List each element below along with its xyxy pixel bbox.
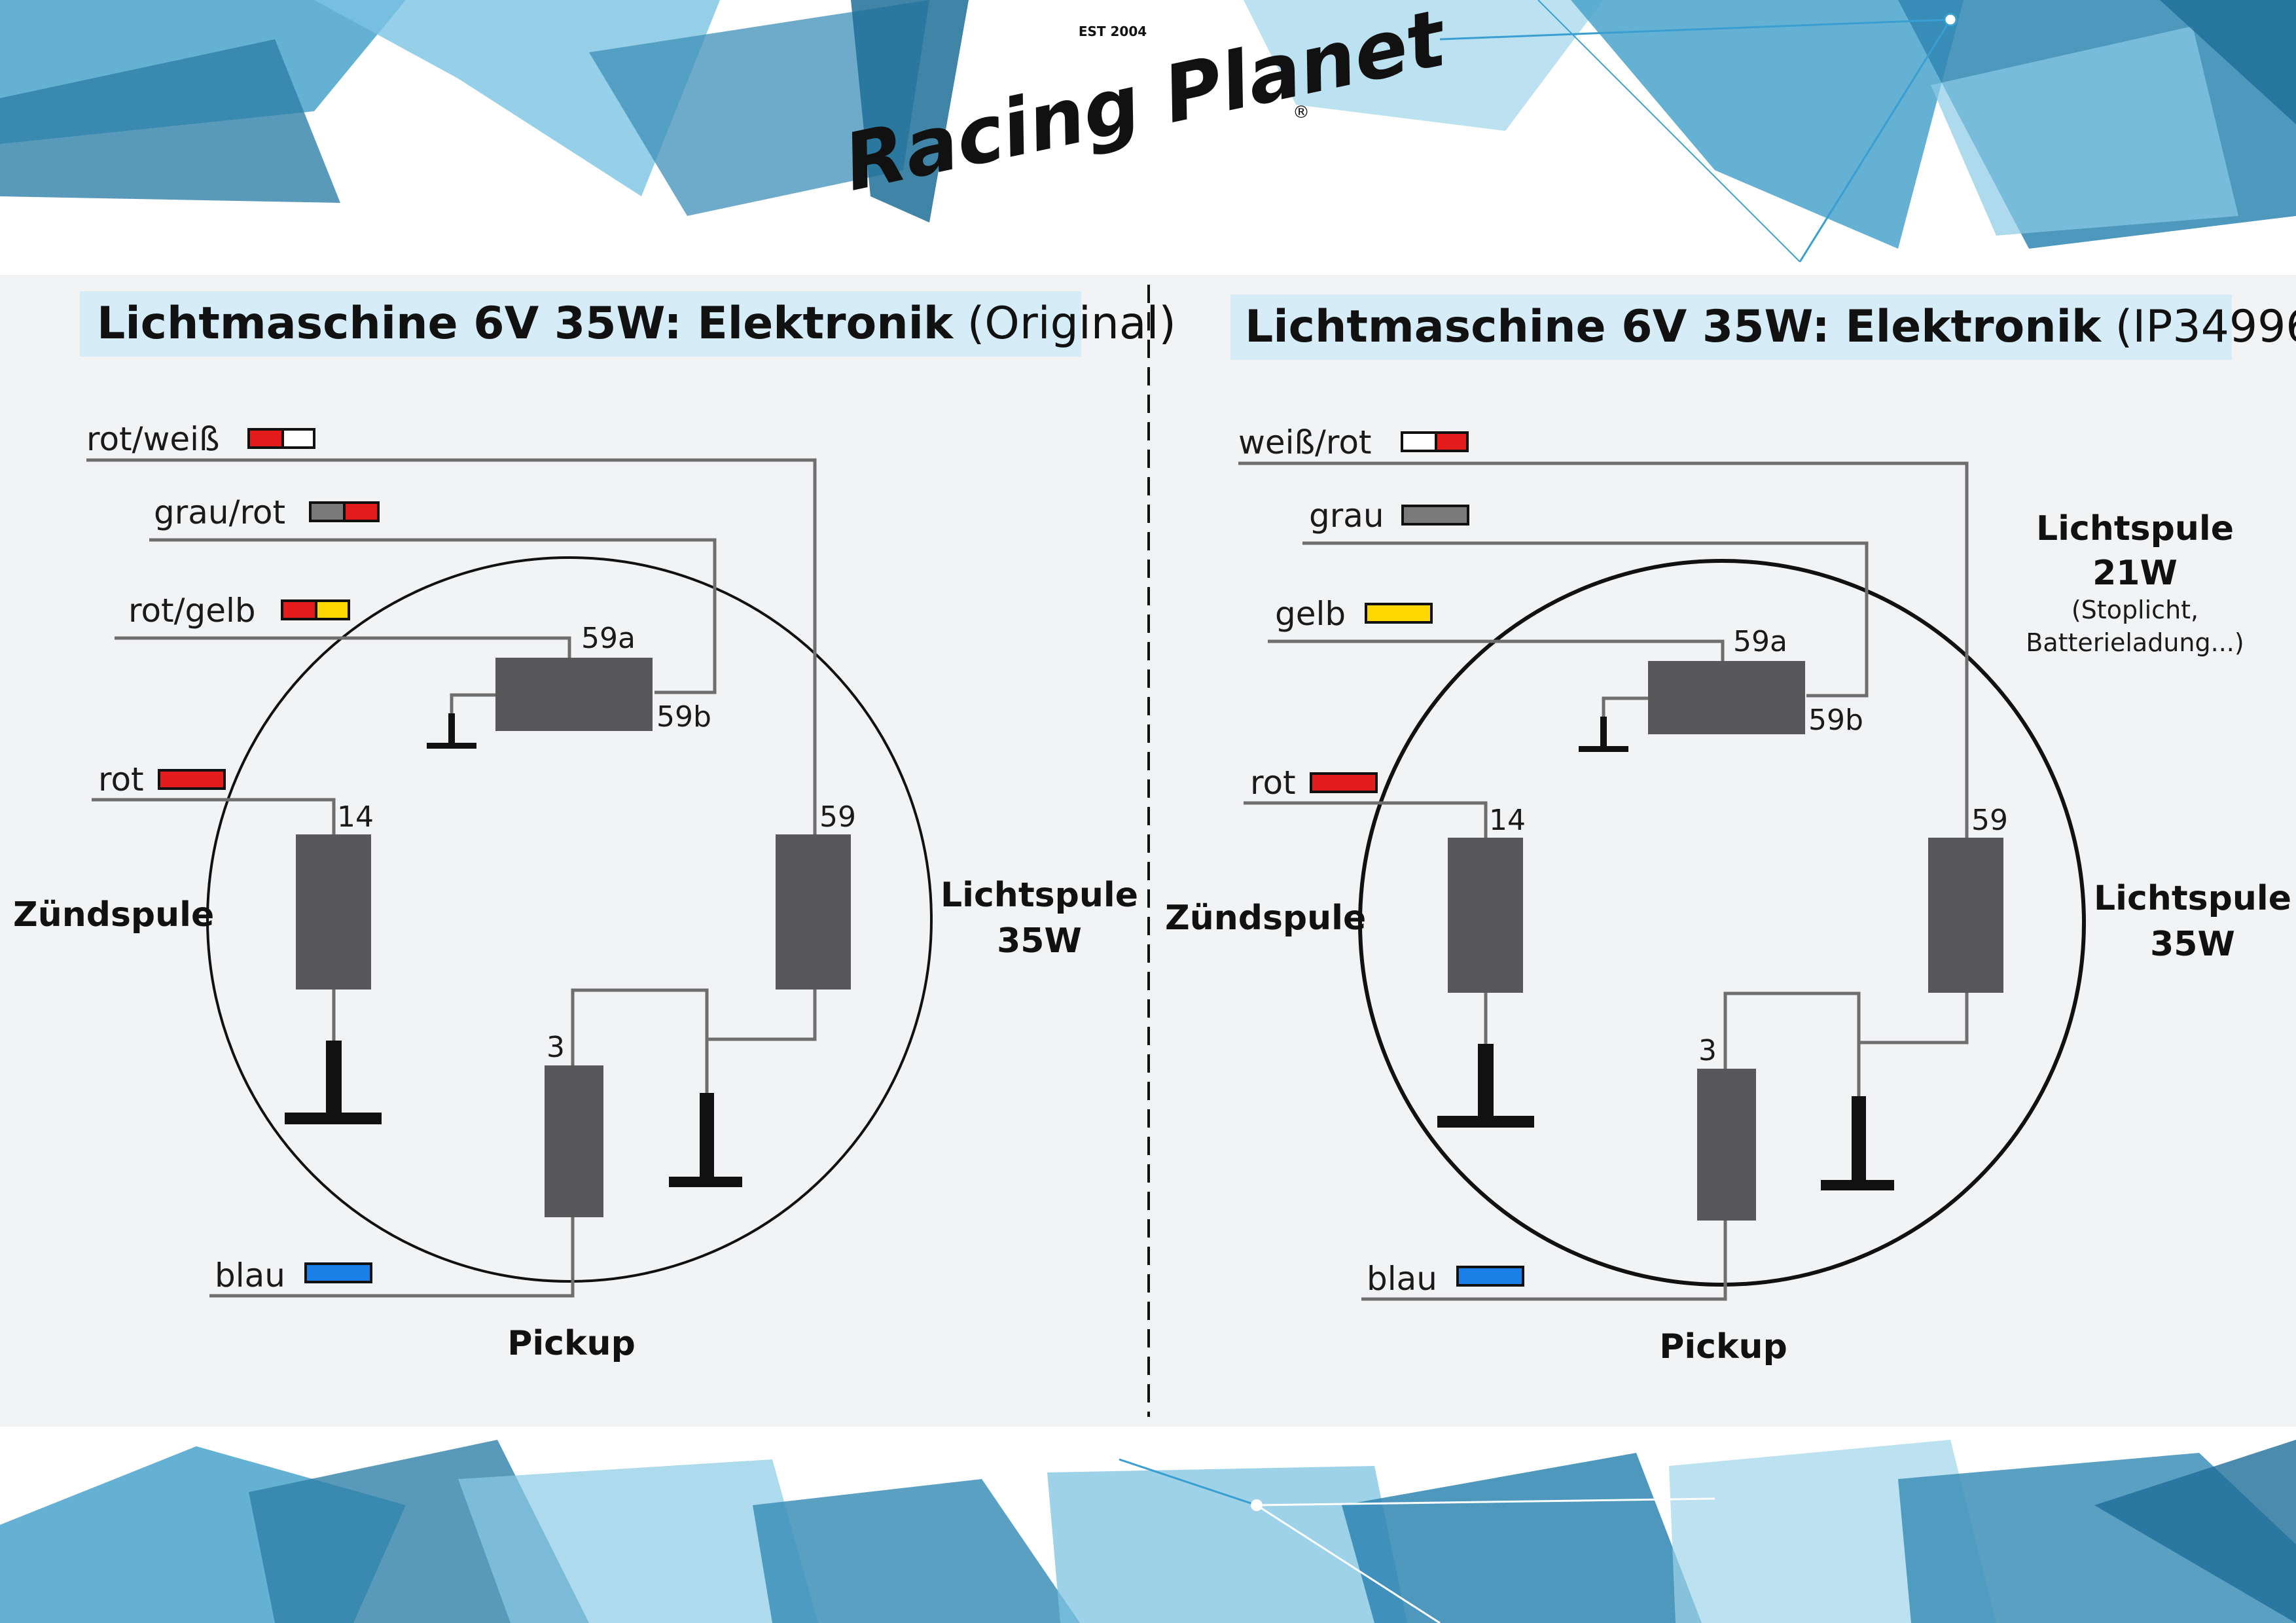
right-swatch-1b (1435, 431, 1469, 452)
left-wire-label-3: rot/gelb (128, 592, 256, 630)
right-swatch-1a (1401, 431, 1437, 452)
right-wire-gelb (1268, 639, 1725, 661)
left-terminal-59: 59 (819, 800, 856, 834)
left-wire-3-to-ground (571, 988, 709, 1093)
right-label-extra-lichtspule: Lichtspule (2036, 509, 2234, 548)
right-swatch-4 (1310, 772, 1378, 793)
left-terminal-59a: 59a (581, 622, 636, 655)
left-diagram: Lichtmaschine 6V 35W: Elektronik (Origin… (13, 291, 1176, 1363)
left-label-pickup: Pickup (507, 1324, 636, 1363)
right-wire-3-to-ground (1723, 991, 1861, 1096)
left-wire-label-2: grau/rot (154, 493, 285, 531)
right-terminal-14: 14 (1489, 804, 1526, 837)
left-swatch-2b (343, 501, 380, 522)
left-wire-label-4: rot (98, 760, 144, 798)
left-wire-rot (92, 798, 336, 834)
left-terminal-59b: 59b (656, 700, 711, 734)
right-swatch-5 (1456, 1266, 1524, 1287)
right-wire-label-1: weiß/rot (1238, 423, 1372, 461)
right-ground-ignition (1478, 1044, 1494, 1116)
left-swatch-4 (158, 769, 226, 790)
left-coil-59 (776, 834, 851, 990)
right-label-pickup: Pickup (1659, 1327, 1787, 1366)
right-label-extra-note-1: (Stoplicht, (2072, 596, 2198, 624)
right-terminal-59: 59 (1971, 804, 2008, 837)
right-ground-small (1600, 717, 1607, 746)
left-ground-light-bar (669, 1177, 742, 1187)
right-wire-label-5: blau (1367, 1260, 1437, 1298)
right-title: Lichtmaschine 6V 35W: Elektronik (IP3499… (1245, 301, 2296, 353)
left-terminal-14: 14 (337, 800, 374, 834)
right-ground-light (1852, 1096, 1866, 1181)
right-terminal-59a: 59a (1733, 625, 1787, 658)
logo-tagline: EST 2004 (1079, 24, 1147, 39)
left-wire-59-to-ground (707, 988, 817, 1041)
left-swatch-3a (281, 599, 317, 620)
right-label-extra-watt: 21W (2092, 554, 2178, 593)
right-coil-3 (1697, 1069, 1756, 1221)
left-swatch-1b (281, 428, 315, 449)
left-coil-3 (545, 1065, 603, 1217)
right-swatch-3 (1365, 603, 1433, 624)
right-ground-light-bar (1821, 1180, 1894, 1190)
right-stator-circle (1358, 559, 2086, 1287)
right-swatch-2 (1401, 505, 1469, 526)
left-wire-grau-rot (149, 538, 717, 694)
right-wire-grau (1302, 541, 1869, 698)
left-wire-label-1: rot/weiß (86, 420, 220, 458)
right-diagram: Lichtmaschine 6V 35W: Elektronik (IP3499… (1165, 294, 2296, 1366)
left-wire-rot-gelb (115, 636, 571, 658)
left-ground-small (448, 713, 455, 743)
left-ground-small-bar (427, 743, 476, 749)
left-swatch-1a (247, 428, 284, 449)
logo-registered-mark: ® (1293, 103, 1310, 122)
left-title-paren: (Original) (967, 298, 1176, 349)
left-swatch-3b (315, 599, 350, 620)
right-title-bold: Lichtmaschine 6V 35W: Elektronik (1245, 301, 2102, 353)
header-decoration (0, 0, 2296, 275)
left-label-lichtspule: Lichtspule (941, 876, 1138, 915)
left-wire-rot-weiss (86, 458, 817, 834)
right-coil-14 (1448, 838, 1523, 993)
right-terminal-3: 3 (1698, 1034, 1717, 1067)
left-swatch-2a (309, 501, 346, 522)
right-coil-59 (1928, 838, 2003, 993)
left-coil-14 (296, 834, 371, 990)
right-label-lichtspule: Lichtspule (2094, 879, 2291, 918)
right-label-extra-note-2: Batterieladung...) (2026, 628, 2244, 657)
left-terminal-3: 3 (547, 1031, 565, 1064)
right-title-paren: (IP34996) (2115, 301, 2296, 353)
left-coil-59a-59b (495, 658, 653, 731)
right-ground-ignition-bar (1437, 1116, 1534, 1128)
right-wire-weiss-rot (1238, 461, 1969, 838)
footer-decoration (0, 1427, 2296, 1623)
right-wire-blau (1361, 1221, 1727, 1301)
left-wire-blau (209, 1217, 575, 1298)
left-title-background (80, 291, 1081, 357)
right-coil-59a-59b (1648, 661, 1805, 734)
left-swatch-5 (304, 1262, 372, 1283)
left-title-bold: Lichtmaschine 6V 35W: Elektronik (97, 298, 954, 349)
right-wire-label-2: grau (1309, 497, 1384, 535)
left-wire-label-5: blau (215, 1257, 285, 1294)
left-ground-light (700, 1093, 714, 1178)
right-wire-label-4: rot (1250, 764, 1296, 802)
left-ground-ignition-bar (285, 1113, 382, 1124)
left-title: Lichtmaschine 6V 35W: Elektronik (Origin… (97, 298, 1176, 349)
right-label-lichtspule-watt: 35W (2150, 925, 2235, 964)
right-wire-59-to-ground (1859, 991, 1969, 1044)
right-ground-small-bar (1579, 746, 1628, 752)
right-wire-label-3: gelb (1275, 595, 1346, 633)
left-ground-ignition (326, 1041, 342, 1113)
right-wire-rot (1244, 801, 1488, 838)
right-title-background (1230, 294, 2232, 360)
left-label-lichtspule-watt: 35W (997, 921, 1082, 961)
right-terminal-59b: 59b (1808, 704, 1863, 737)
left-label-zuendspule: Zündspule (13, 895, 214, 935)
left-stator-circle (206, 556, 933, 1283)
right-label-zuendspule: Zündspule (1165, 899, 1366, 938)
